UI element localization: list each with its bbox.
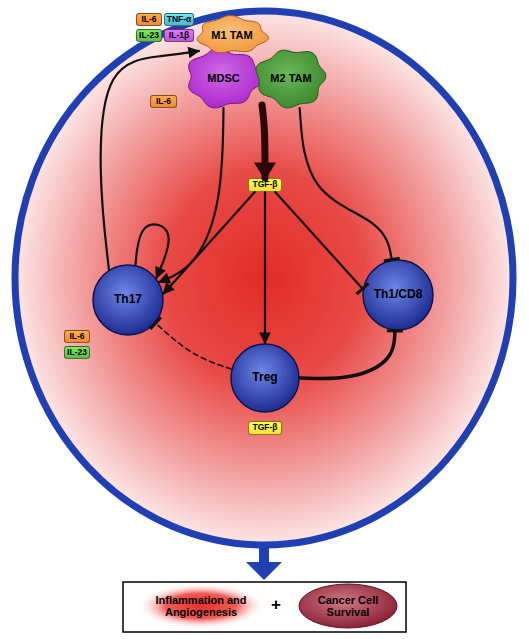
cell-outline	[256, 50, 326, 108]
inhibition-connector	[300, 331, 395, 379]
node-text: TGF-β	[252, 180, 277, 189]
cytokine-badge: IL-6	[64, 330, 90, 343]
plus-sign: +	[271, 595, 281, 615]
inhibition-connector	[156, 323, 232, 369]
outcome-arrow-head	[246, 562, 282, 580]
activation-connector	[101, 51, 199, 270]
node-text: IL-6	[69, 332, 84, 341]
node-text: Cancer Cell Survival	[312, 594, 384, 618]
cell-outline	[197, 16, 268, 53]
cytokine-badge: TGF-β	[248, 178, 282, 192]
node-text: IL-6	[141, 15, 156, 24]
activation-connector	[264, 192, 266, 343]
t-cell: Th17	[92, 264, 164, 336]
node-text: TGF-β	[252, 423, 277, 432]
inhibition-connector	[275, 192, 362, 289]
outcome-shape	[137, 583, 265, 629]
cell-outline	[93, 265, 163, 335]
cytokine-badge: IL-23	[64, 346, 90, 359]
outcome-shape	[299, 584, 397, 628]
node-text: M2 TAM	[270, 72, 311, 84]
node-text: MDSC	[207, 72, 239, 84]
t-cell: Treg	[230, 343, 300, 413]
node-text: IL-1β	[169, 31, 189, 40]
node-text: Inflammation and Angiogenesis	[145, 594, 257, 618]
activation-connector	[163, 192, 254, 294]
node-text: Th17	[114, 293, 142, 306]
cytokine-badge: IL-23	[136, 29, 162, 42]
cytokine-badge: IL-6	[136, 13, 162, 26]
cytokine-badge: TNF-α	[164, 13, 194, 26]
inhibition-connector	[300, 108, 392, 260]
node-text: IL-23	[67, 348, 87, 357]
mdsc-cell: MDSC	[185, 48, 262, 108]
t-cell: Th1/CD8	[362, 259, 434, 331]
node-text: IL-23	[139, 31, 159, 40]
macrophage-cell: M1 TAM	[196, 16, 268, 54]
outcome-ellipse: Inflammation and Angiogenesis	[137, 583, 265, 629]
node-text: Treg	[252, 371, 277, 384]
node-text: Th1/CD8	[374, 288, 423, 301]
activation-connector	[159, 108, 223, 282]
activation-connector	[262, 105, 265, 178]
node-text: IL-6	[156, 97, 171, 106]
macrophage-cell: M2 TAM	[255, 48, 327, 108]
cytokine-badge: IL-6	[150, 95, 177, 108]
tumor-microenvironment-circle	[15, 11, 513, 545]
outcome-ellipse: Cancer Cell Survival	[298, 583, 398, 629]
cytokine-badge: TGF-β	[248, 421, 282, 435]
cytokine-badge: IL-1β	[164, 29, 194, 42]
cell-outline	[231, 344, 299, 412]
node-text: TNF-α	[167, 15, 192, 24]
node-text: M1 TAM	[211, 29, 252, 41]
outcome-box	[123, 582, 406, 632]
cell-outline	[189, 49, 263, 108]
cell-outline	[363, 260, 433, 330]
